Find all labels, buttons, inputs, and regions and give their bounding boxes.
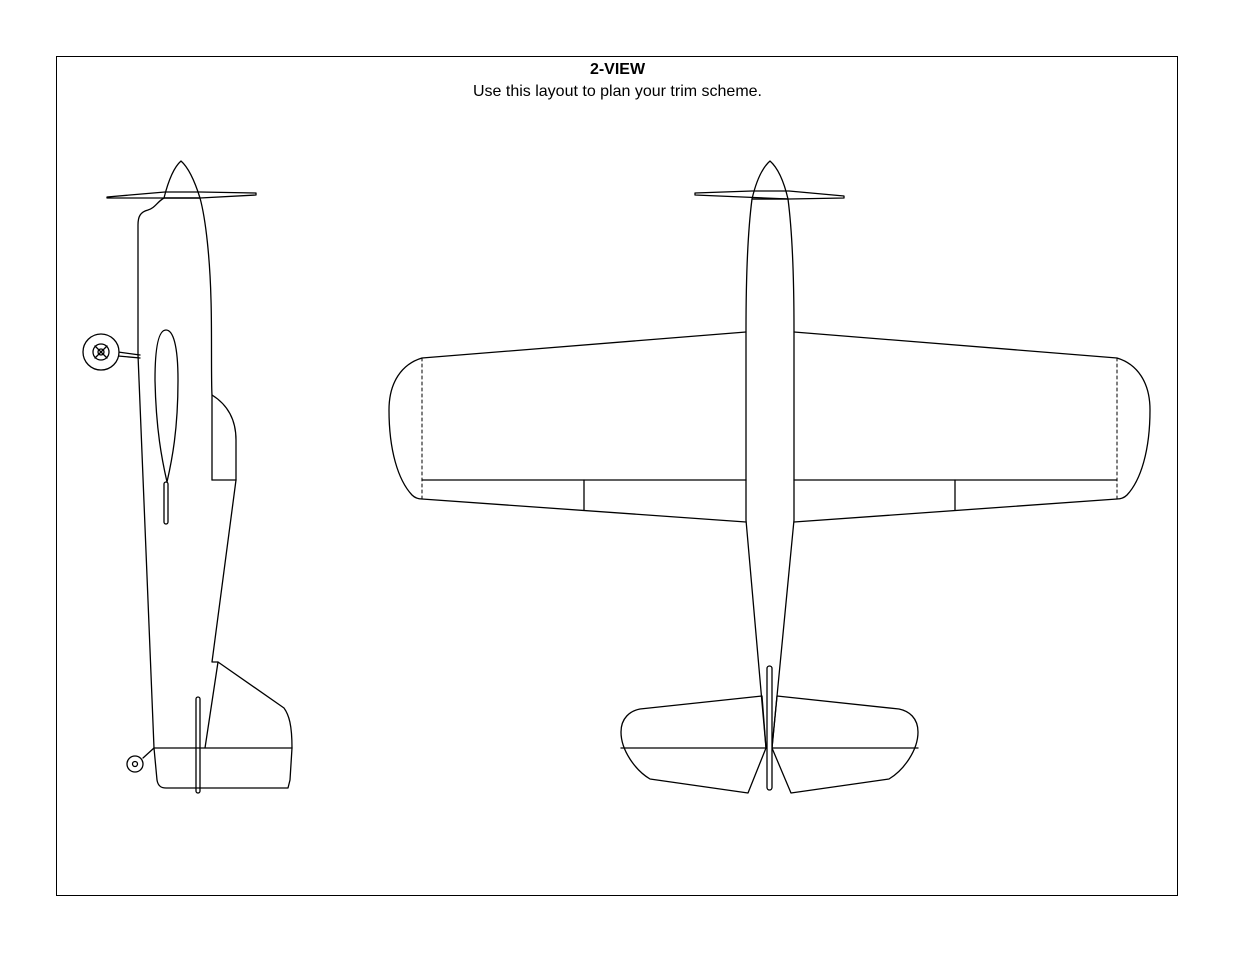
side-rudder-hinge [196, 697, 200, 793]
top-propeller [695, 191, 844, 199]
side-fuselage [138, 198, 292, 788]
top-left-stabilizer [621, 696, 766, 793]
top-right-wing [794, 332, 1150, 522]
side-main-gear-leg-2 [118, 356, 140, 358]
top-left-wing [389, 332, 746, 522]
side-canopy-post [164, 482, 168, 524]
side-tail-wheel-hub [133, 762, 138, 767]
side-view [83, 161, 292, 793]
side-tail-wheel [127, 756, 143, 772]
top-rudder [767, 666, 772, 790]
side-fin-line [205, 662, 218, 748]
side-canopy [155, 330, 178, 482]
side-propeller [107, 192, 256, 198]
side-main-gear-leg-1 [118, 352, 140, 355]
top-view [389, 161, 1150, 793]
side-tailwheel-strut [143, 748, 154, 758]
top-right-stabilizer [772, 696, 918, 793]
top-spinner [752, 161, 788, 199]
